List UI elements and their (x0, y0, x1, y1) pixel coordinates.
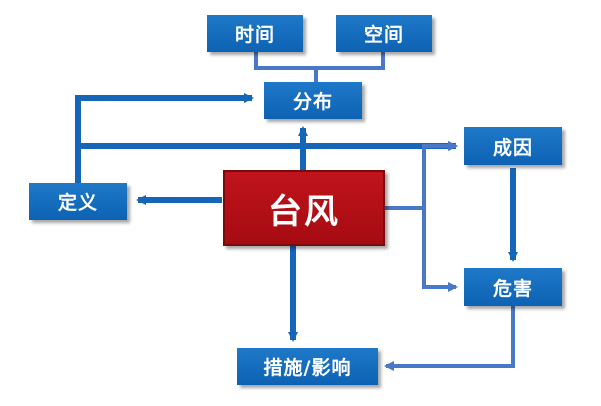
arrow-hazard-to-measures (384, 306, 515, 371)
node-center-typhoon: 台风 (223, 170, 385, 246)
arrow-center-branch-to-hazard (422, 208, 458, 292)
node-cause-label: 成因 (492, 136, 533, 159)
node-space-label: 空间 (363, 24, 404, 46)
node-space: 空间 (336, 15, 432, 52)
node-distribution-label: 分布 (292, 91, 333, 113)
node-distribution: 分布 (264, 82, 362, 119)
arrow-definition-to-distribution (75, 93, 254, 183)
node-measures: 措施/影响 (237, 348, 378, 385)
node-definition-label: 定义 (57, 192, 98, 214)
node-measures-label: 措施/影响 (263, 357, 352, 379)
arrow-center-branch-to-cause (422, 141, 458, 208)
node-center-label: 台风 (268, 191, 340, 232)
node-cause: 成因 (464, 127, 562, 165)
node-hazard: 危害 (464, 268, 562, 306)
node-definition: 定义 (29, 183, 127, 220)
node-time: 时间 (207, 15, 303, 52)
node-time-label: 时间 (234, 24, 275, 46)
node-hazard-label: 危害 (492, 277, 533, 300)
connector-time-space-to-distribution (254, 52, 385, 82)
